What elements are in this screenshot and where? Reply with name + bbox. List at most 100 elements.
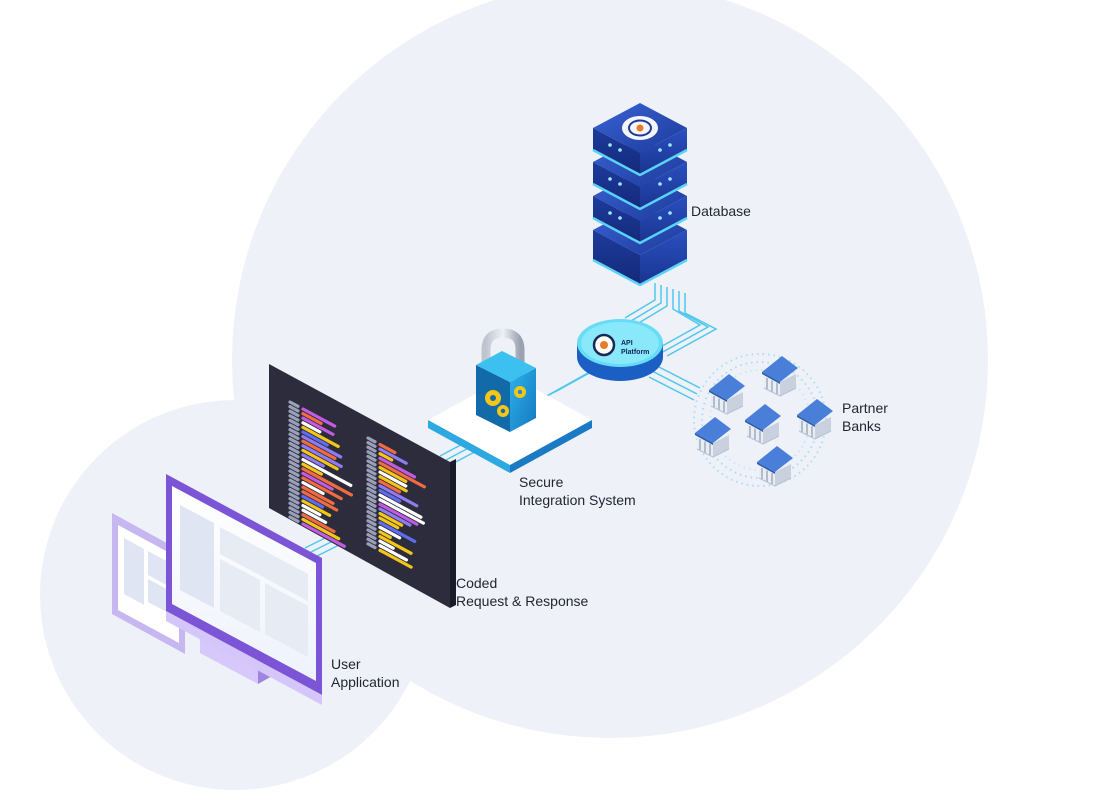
code-line xyxy=(301,522,346,548)
code-line xyxy=(378,465,408,484)
banks-group xyxy=(695,356,833,487)
secure-integration-label-line-1: Secure xyxy=(519,474,564,490)
code-line xyxy=(378,452,394,462)
code-line xyxy=(366,528,377,536)
code-line xyxy=(301,439,337,461)
partner-banks-label-line-1: Partner xyxy=(842,400,888,416)
code-line xyxy=(366,473,377,481)
code-line xyxy=(288,418,300,427)
code-line xyxy=(366,505,377,513)
code-line xyxy=(301,499,332,517)
code-line xyxy=(288,437,300,445)
code-line xyxy=(288,510,300,519)
code-line xyxy=(378,534,413,555)
code-line xyxy=(301,416,335,436)
code-line xyxy=(378,511,404,527)
code-line xyxy=(288,400,300,408)
bank-icon xyxy=(709,374,745,415)
gear-icon xyxy=(485,386,526,417)
code-line xyxy=(378,507,412,527)
code-line xyxy=(301,462,323,476)
code-line xyxy=(366,454,377,462)
code-line xyxy=(301,435,343,459)
code-line xyxy=(378,516,400,530)
code-line xyxy=(301,490,339,512)
code-line xyxy=(301,453,325,468)
code-line xyxy=(288,501,300,510)
code-line xyxy=(366,436,377,444)
user-application-label-line-1: User xyxy=(331,656,361,672)
code-line xyxy=(288,432,300,441)
code-line xyxy=(366,519,377,527)
code-line xyxy=(288,455,300,464)
code-line xyxy=(366,491,377,499)
code-line xyxy=(378,521,417,544)
code-line xyxy=(366,542,377,550)
code-line xyxy=(288,446,300,454)
code-line xyxy=(301,485,335,506)
code-line xyxy=(378,502,419,526)
code-line xyxy=(288,497,300,505)
code-line xyxy=(301,425,340,449)
code-line xyxy=(301,444,343,469)
code-line xyxy=(288,478,300,487)
code-line xyxy=(378,539,395,550)
code-line xyxy=(378,442,397,455)
code-lines xyxy=(288,400,426,569)
code-line xyxy=(301,504,322,517)
code-line xyxy=(301,471,334,491)
code-line xyxy=(366,477,377,485)
api-label-line-2: Platform xyxy=(621,349,649,356)
secure-integration-label-line-2: Integration System xyxy=(519,492,636,508)
code-line xyxy=(378,479,402,494)
code-line xyxy=(366,464,377,471)
code-line xyxy=(366,468,377,476)
code-line xyxy=(288,474,300,482)
code-line xyxy=(288,460,300,468)
code-line xyxy=(288,469,300,477)
code-line xyxy=(301,494,325,509)
code-line xyxy=(301,476,343,501)
code-line xyxy=(378,493,423,519)
user-application-label-line-2: Application xyxy=(331,674,400,690)
code-line xyxy=(288,423,300,431)
code-line xyxy=(288,483,300,491)
code-line xyxy=(301,407,337,428)
code-line xyxy=(378,456,417,479)
code-line xyxy=(301,517,341,541)
code-line xyxy=(378,530,392,540)
code-line xyxy=(366,533,377,540)
code-line xyxy=(366,496,377,504)
code-line xyxy=(378,461,426,489)
code-line xyxy=(301,412,323,426)
code-line xyxy=(288,492,300,500)
code-line xyxy=(301,508,328,524)
code-line xyxy=(288,428,300,436)
code-line xyxy=(366,482,377,490)
code-line xyxy=(288,409,300,418)
code-line xyxy=(366,523,377,531)
code-line xyxy=(378,544,409,562)
partner-banks-label-line-2: Banks xyxy=(842,418,881,434)
code-line xyxy=(378,548,413,569)
bank-cluster xyxy=(693,353,833,487)
api-platform-icon xyxy=(577,319,663,381)
bank-icon xyxy=(757,446,793,487)
database-label: Database xyxy=(691,203,751,219)
code-line xyxy=(366,445,377,453)
code-line xyxy=(301,481,325,496)
code-line xyxy=(366,459,377,467)
code-line xyxy=(288,414,300,422)
code-line xyxy=(378,525,402,540)
code-line xyxy=(301,448,339,471)
code-line xyxy=(301,430,329,447)
code-line xyxy=(378,488,402,503)
code-line xyxy=(366,487,377,494)
coded-request-label-line-2: Request & Response xyxy=(456,593,589,609)
code-line xyxy=(288,515,300,523)
code-line xyxy=(301,458,353,488)
code-line xyxy=(366,514,377,522)
code-line xyxy=(288,405,300,413)
monitor-icon xyxy=(166,474,322,705)
